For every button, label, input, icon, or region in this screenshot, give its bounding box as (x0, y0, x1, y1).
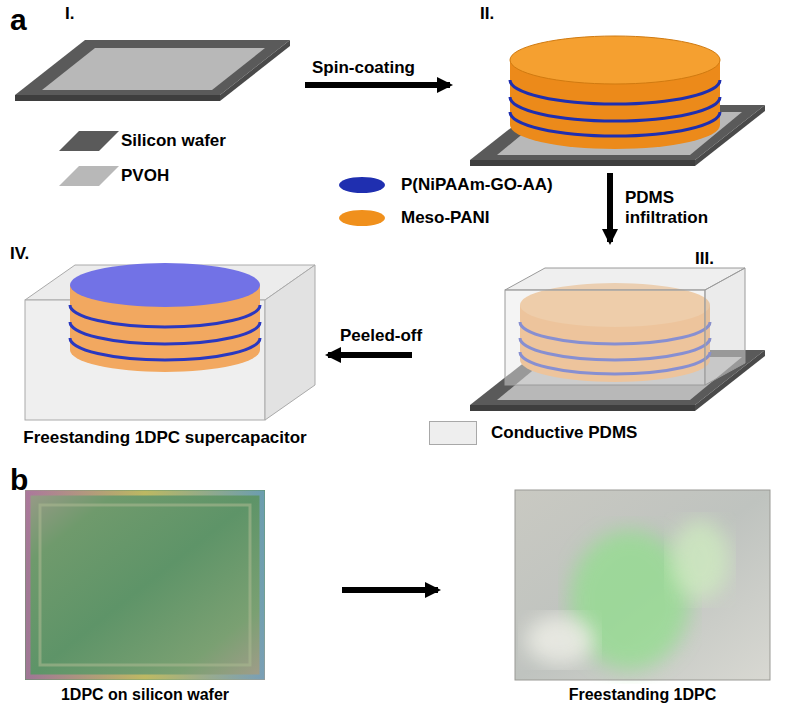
legend-swatch (339, 177, 385, 193)
process-arrow (342, 587, 438, 593)
legend-swatch (59, 166, 119, 186)
stage-number: IV. (10, 244, 29, 264)
legend-text: PVOH (121, 166, 169, 186)
stage-number: III. (695, 249, 714, 269)
photo-panel: Freestanding 1DPC (510, 485, 775, 710)
legend-text: Silicon wafer (121, 131, 226, 151)
arrow-label: Spin-coating (312, 58, 415, 78)
arrow-label: Peeled-off (340, 326, 422, 346)
stage-panel: I. (10, 0, 295, 110)
stage-panel: II. (460, 0, 765, 170)
legend-text: Conductive PDMS (491, 423, 637, 443)
stage-panel: III. (420, 245, 770, 450)
stage-number: II. (480, 4, 494, 24)
legend-text: Meso-PANI (401, 208, 489, 228)
stage-number: I. (65, 4, 74, 24)
caption-text: Freestanding 1DPC (569, 685, 717, 704)
process-arrow (328, 352, 412, 358)
stage-panel: IV. Freestanding 1DPC supercapacitor (10, 240, 320, 455)
arrow-label: PDMS infiltration (625, 188, 745, 229)
photo-panel: 1DPC on silicon wafer (20, 485, 270, 710)
process-arrow (607, 173, 613, 242)
legend-text: P(NiPAAm-GO-AA) (401, 175, 553, 195)
caption-text: 1DPC on silicon wafer (61, 685, 229, 704)
caption-text: Freestanding 1DPC supercapacitor (23, 428, 306, 448)
panel-letter: b (10, 462, 28, 498)
panel-letter: a (10, 2, 27, 38)
legend-swatch (429, 421, 477, 445)
legend-swatch (339, 210, 385, 226)
legend-swatch (59, 131, 119, 151)
process-arrow (305, 82, 450, 88)
